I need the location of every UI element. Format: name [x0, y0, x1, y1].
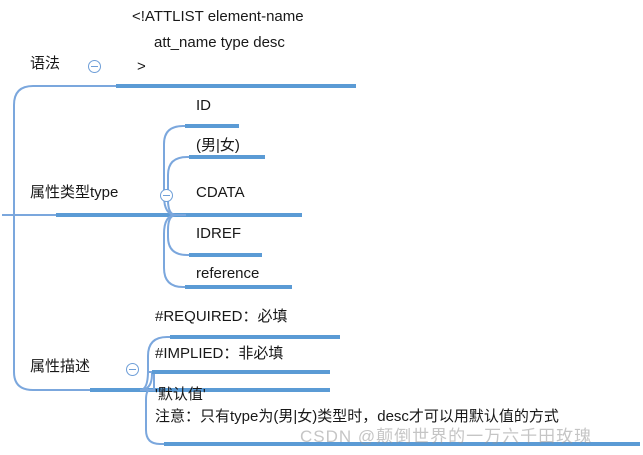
- collapse-toggle-attr-desc[interactable]: [126, 363, 139, 376]
- branch-label-syntax[interactable]: 语法: [30, 55, 61, 72]
- node-attr-desc-default-line-1[interactable]: '默认值': [155, 386, 206, 403]
- syntax-content-line-1: <!ATTLIST element-name: [132, 8, 304, 25]
- branch-label-attr-desc[interactable]: 属性描述: [30, 358, 91, 375]
- node-attr-desc-implied[interactable]: #IMPLIED：非必填: [155, 345, 284, 362]
- watermark-text: CSDN @颠倒世界的一万六千田玫瑰: [300, 427, 593, 446]
- node-attr-type-id[interactable]: ID: [196, 97, 211, 114]
- node-attr-type-reference[interactable]: reference: [196, 265, 260, 282]
- node-attr-type-idref[interactable]: IDREF: [196, 225, 241, 242]
- collapse-toggle-attr-type[interactable]: [160, 189, 173, 202]
- node-attr-desc-default-line-2[interactable]: 注意：只有type为(男|女)类型时，desc才可以用默认值的方式: [155, 408, 559, 425]
- syntax-content-line-3: >: [137, 58, 146, 75]
- node-attr-type-enum[interactable]: (男|女): [196, 137, 240, 154]
- collapse-toggle-syntax[interactable]: [88, 60, 101, 73]
- branch-label-attr-type[interactable]: 属性类型type: [30, 184, 119, 201]
- node-attr-desc-required[interactable]: #REQUIRED：必填: [155, 308, 288, 325]
- node-attr-type-cdata[interactable]: CDATA: [196, 184, 245, 201]
- syntax-content-line-2: att_name type desc: [154, 34, 285, 51]
